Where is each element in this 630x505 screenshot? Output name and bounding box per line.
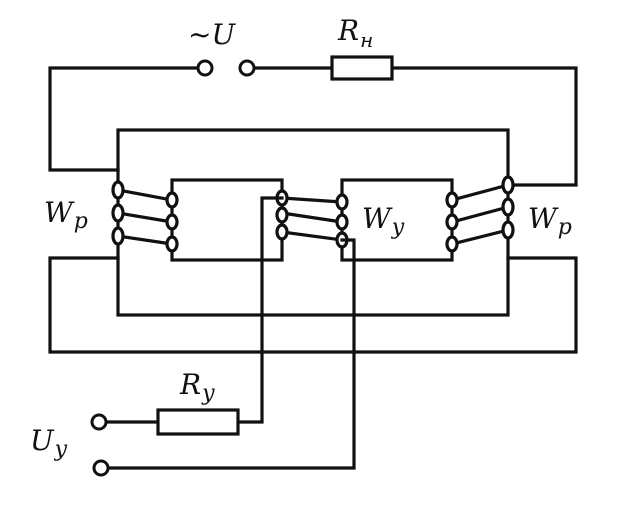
control-voltage-label: Uy (30, 424, 68, 462)
ac-source-label: ~U (188, 18, 236, 51)
control-winding-loop-2 (275, 206, 289, 224)
right-winding-loop-1 (445, 191, 459, 209)
left-winding-loop-3 (111, 226, 125, 246)
control-winding-turn-1 (280, 196, 344, 204)
right-winding-loop-2 (445, 213, 459, 231)
right-winding-loop-6 (501, 220, 515, 240)
control-resistor-label: Ry (179, 368, 215, 406)
control-terminal-top (90, 413, 108, 431)
control-circuit-wire-a (236, 196, 284, 424)
left-winding-loop-4 (165, 191, 179, 209)
left-winding-loop-5 (165, 213, 179, 231)
load-resistor-label: Rн (337, 14, 373, 52)
control-winding-loop-5 (335, 213, 349, 231)
left-working-winding-turn-1 (116, 188, 174, 202)
right-winding-loop-4 (501, 175, 515, 195)
working-windings-series-wire (48, 256, 578, 354)
load-circuit-top-right-wire (390, 66, 578, 187)
left-winding-label: Wp (44, 196, 88, 234)
left-core-window (170, 178, 284, 262)
right-working-winding-turn-2 (450, 205, 510, 224)
left-winding-loop-2 (111, 203, 125, 223)
right-winding-label: Wp (528, 202, 572, 240)
right-working-winding-turn-3 (450, 228, 510, 246)
right-winding-loop-3 (445, 235, 459, 253)
control-circuit-wire-b (106, 238, 356, 470)
control-winding-turn-3 (280, 230, 344, 242)
control-winding-label: Wy (362, 202, 405, 240)
right-working-winding-turn-1 (450, 183, 510, 202)
control-winding-turn-2 (280, 211, 344, 224)
left-winding-loop-6 (165, 235, 179, 253)
load-resistor (330, 55, 394, 81)
left-working-winding-turn-3 (116, 234, 174, 246)
control-terminal-bottom (92, 459, 110, 477)
control-winding-loop-3 (275, 223, 289, 241)
control-winding-loop-4 (335, 193, 349, 211)
ac-terminal-right (238, 59, 256, 77)
load-circuit-top-left-wire (48, 66, 200, 172)
control-resistor (156, 408, 240, 436)
left-working-winding-turn-2 (116, 211, 174, 224)
ac-terminal-left (196, 59, 214, 77)
right-winding-loop-5 (501, 197, 515, 217)
left-winding-loop-1 (111, 180, 125, 200)
